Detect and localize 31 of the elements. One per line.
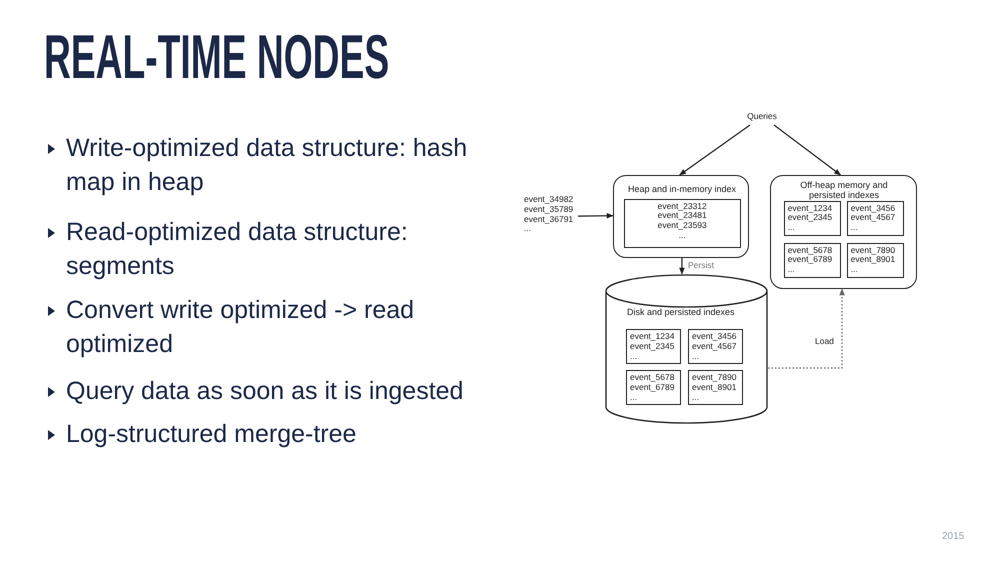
- arrow: [679, 258, 685, 275]
- event-list-box: event_7890 event_8901 ...: [688, 370, 743, 405]
- event-list-box: event_1234 event_2345 ...: [784, 200, 841, 236]
- bullet-text: Log-structured merge-tree: [66, 419, 358, 450]
- event-list-box: event_23312 event_23481 event_23593 ...: [624, 198, 741, 248]
- event-list-box: event_5678 event_6789 ...: [626, 370, 681, 405]
- slide-title: REAL-TIME NODES: [44, 24, 390, 92]
- dotted-arrow: [768, 288, 845, 369]
- event-list-box: event_5678 event_6789 ...: [784, 242, 841, 278]
- year-label: 2015: [942, 531, 964, 542]
- edge-label: Load: [814, 337, 835, 346]
- event-list-box: event_3456 event_4567 ...: [846, 200, 904, 236]
- bullet-text: Read-optimized data structure: segments: [66, 217, 409, 282]
- event-list-box: event_7890 event_8901 ...: [846, 242, 904, 278]
- bullet-text: Query data as soon as it is ingested: [66, 376, 464, 407]
- arrow: [578, 212, 614, 219]
- event-list-box: event_1234 event_2345 ...: [626, 329, 681, 364]
- edge-label: Persist: [687, 261, 715, 270]
- box-title: Off-heap memory and persisted indexes: [799, 180, 889, 201]
- memory-box: [770, 175, 917, 289]
- arrow: [679, 124, 750, 176]
- box-title: Heap and in-memory index: [626, 184, 738, 194]
- event-list-text: event_34982 event_35789 event_36791 ...: [524, 195, 578, 239]
- memory-box: [613, 175, 749, 258]
- bullet-text: Write-optimized data structure: hash map in heap: [66, 133, 468, 198]
- box-title: Disk and persisted indexes: [627, 307, 736, 318]
- bullet-text: Convert write optimized -> read optimized: [66, 295, 416, 360]
- disk-cylinder: [605, 274, 768, 424]
- event-list-box: event_3456 event_4567 ...: [688, 329, 743, 364]
- arrow: [774, 124, 842, 176]
- queries-label: Queries: [742, 112, 782, 125]
